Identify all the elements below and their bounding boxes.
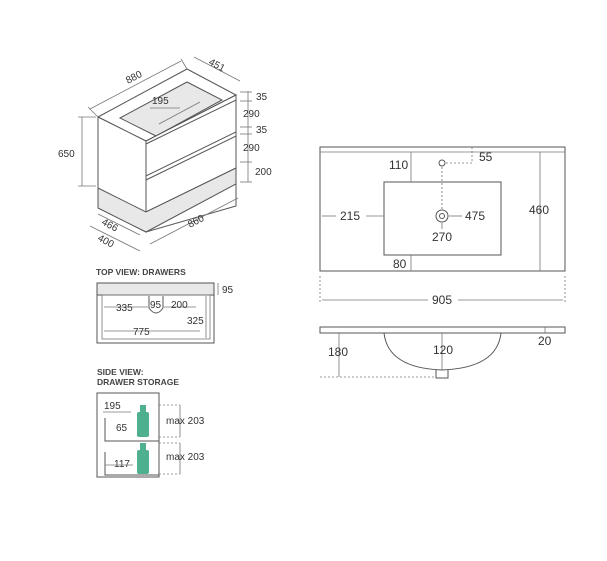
lower-bottle-icon: [137, 450, 149, 474]
iso-label-35-mid: 35: [256, 125, 268, 136]
top-view-heading: TOP VIEW: DRAWERS: [96, 267, 186, 277]
iso-label-195: 195: [152, 96, 169, 107]
section-top-slab: [319, 326, 566, 334]
section-label-180: 180: [328, 345, 348, 359]
iso-dim-line-880: [89, 60, 182, 110]
basin-label-55: 55: [479, 150, 493, 164]
top-view-back-strip: [96, 282, 215, 296]
basin-label-905: 905: [432, 293, 452, 307]
iso-vanity-view: 880 451 195 35 290 35 290 200 650 466 40…: [58, 56, 272, 252]
iso-dim-line-466: [97, 213, 141, 236]
basin-top-outline: [319, 146, 566, 272]
tap-hole-icon: [438, 159, 446, 167]
section-waste-spigot: [435, 370, 449, 379]
side-view-label-max-upper: max 203: [166, 416, 205, 427]
section-label-20: 20: [538, 334, 552, 348]
iso-ext-880-a: [87, 106, 99, 118]
iso-label-200: 200: [255, 167, 272, 178]
iso-label-400: 400: [96, 233, 116, 251]
basin-label-110: 110: [389, 158, 408, 172]
top-view-trap-cutout: [148, 296, 164, 314]
top-view-label-325: 325: [187, 316, 204, 327]
basin-label-270: 270: [432, 230, 452, 244]
basin-label-215: 215: [340, 209, 360, 223]
iso-label-290-top: 290: [243, 109, 260, 120]
iso-dim-line-451: [193, 56, 241, 82]
waste-outlet-inner: [439, 213, 445, 219]
basin-plan-view: 110 55 215 475 270 460 80 905: [319, 146, 566, 307]
iso-label-35-top: 35: [256, 92, 268, 103]
side-view-label-65: 65: [116, 423, 128, 434]
iso-label-650: 650: [58, 149, 75, 160]
side-view-label-195: 195: [104, 401, 121, 412]
upper-bottle-icon: [137, 412, 149, 437]
top-view-label-335: 335: [116, 303, 133, 314]
iso-inner-divider: [158, 101, 201, 125]
basin-label-475: 475: [465, 209, 485, 223]
iso-kick-base: [97, 167, 237, 233]
iso-top-recess: [118, 81, 224, 137]
side-view-heading-1: SIDE VIEW:: [97, 367, 144, 377]
side-view-heading-2: DRAWER STORAGE: [97, 377, 179, 387]
iso-drawer-top: [145, 99, 237, 177]
upper-bottle-neck: [140, 405, 146, 413]
basin-bowl-outline: [383, 181, 502, 256]
basin-label-460: 460: [529, 203, 549, 217]
side-view-lower-drawer: [104, 452, 159, 476]
side-view-label-max-lower: max 203: [166, 452, 205, 463]
iso-label-880: 880: [124, 69, 144, 87]
side-view-upper-drawer: [104, 418, 159, 442]
basin-label-80: 80: [393, 257, 407, 271]
side-view-label-117: 117: [114, 459, 130, 470]
section-label-120: 120: [433, 343, 453, 357]
top-view-label-95-cutout: 95: [150, 300, 162, 311]
iso-dim-line-400: [89, 225, 141, 252]
iso-ext-880-b: [180, 58, 188, 70]
iso-label-451: 451: [207, 57, 227, 75]
iso-dim-line-860: [149, 197, 239, 245]
lower-bottle-neck: [140, 443, 146, 451]
basin-section-view: 180 120 20: [319, 326, 566, 379]
waste-outlet-icon: [435, 209, 449, 223]
top-view-drawers: TOP VIEW: DRAWERS 95 335 95 200 325 775: [96, 267, 234, 344]
top-view-label-775: 775: [133, 327, 150, 338]
iso-label-290-bottom: 290: [243, 143, 260, 154]
top-view-drawer-inner: [101, 294, 211, 340]
top-view-label-95-right: 95: [222, 285, 234, 296]
top-view-label-200: 200: [171, 300, 188, 311]
side-view-drawer-storage: SIDE VIEW: DRAWER STORAGE 195 65 max 203…: [96, 367, 205, 478]
